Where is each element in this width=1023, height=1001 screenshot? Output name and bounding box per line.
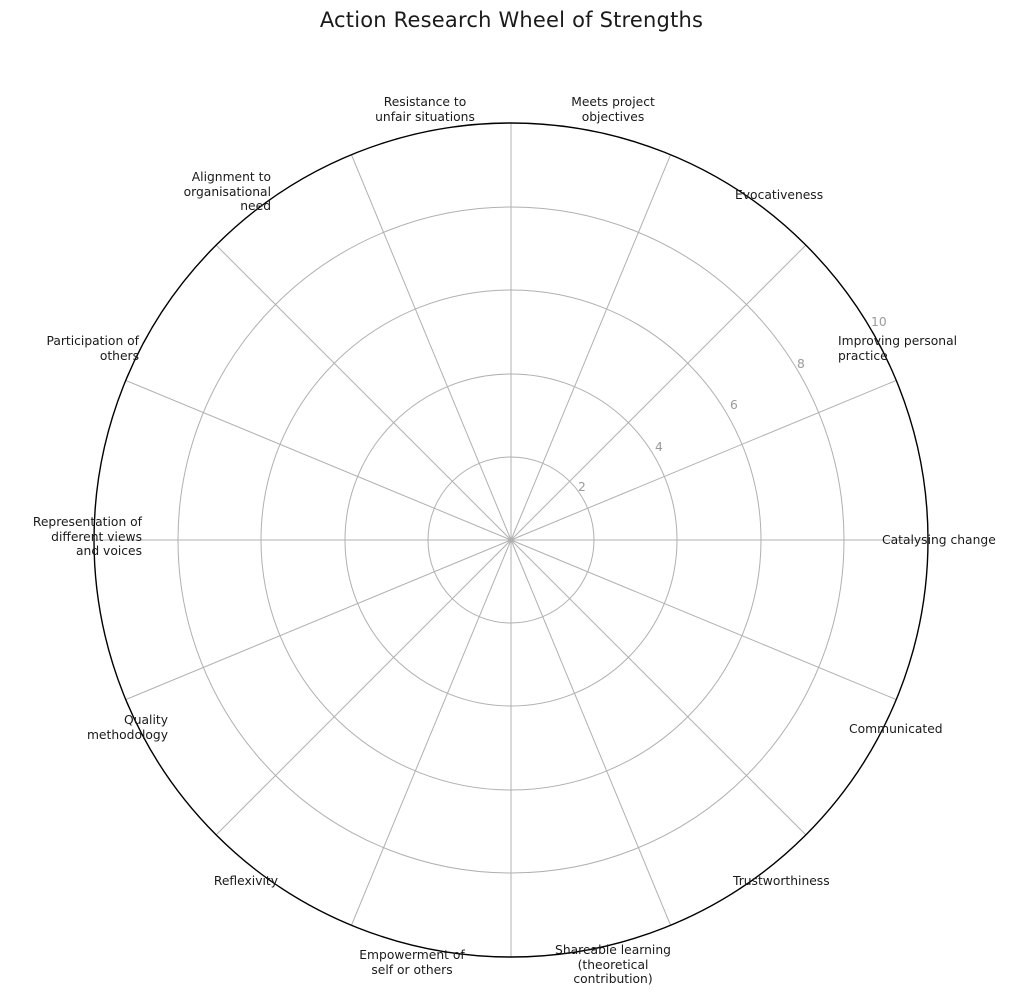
grid-spoke-225 bbox=[215, 539, 512, 836]
grid-spoke-135 bbox=[215, 244, 512, 541]
grid-spoke-45 bbox=[510, 244, 807, 541]
polar-grid-spokes bbox=[94, 123, 928, 957]
grid-spoke-22.5 bbox=[510, 379, 897, 541]
polar-outline bbox=[93, 122, 929, 958]
page-title: Action Research Wheel of Strengths bbox=[319, 8, 704, 32]
grid-spoke-112.5 bbox=[350, 154, 512, 541]
grid-spoke-67.5 bbox=[510, 154, 672, 541]
grid-spoke-292.5 bbox=[510, 539, 672, 926]
grid-spoke-157.5 bbox=[125, 379, 512, 541]
grid-spoke-315 bbox=[510, 539, 807, 836]
grid-spoke-202.5 bbox=[125, 539, 512, 701]
grid-spoke-337.5 bbox=[510, 539, 897, 701]
polar-outer-boundary bbox=[93, 122, 929, 958]
grid-spoke-247.5 bbox=[350, 539, 512, 926]
